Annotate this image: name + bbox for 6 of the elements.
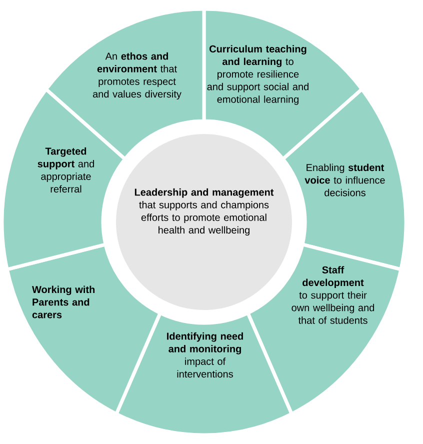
node-label: Enabling student voice to influence decisions [304, 164, 385, 196]
ring-segment: Working with Parents and carers [5, 242, 162, 416]
ring-segment: Identifying need and monitoring impact of interventions [114, 311, 294, 437]
node-label: Identifying need and monitoring impact of interventions [167, 332, 243, 378]
ring-segment: Staff development to support their own wellbeing and that of students [246, 242, 403, 416]
node-label: Working with Parents and carers [32, 286, 95, 318]
